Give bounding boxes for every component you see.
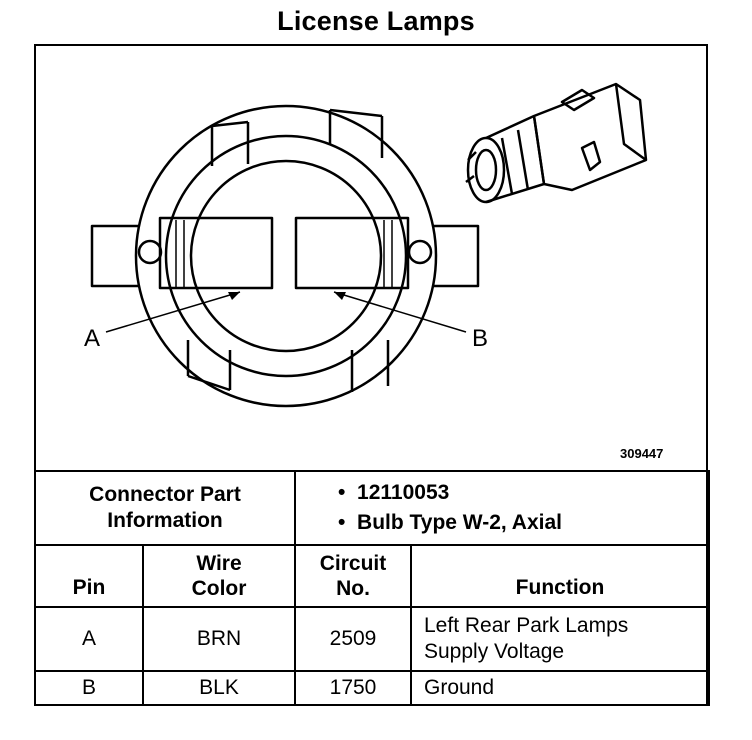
top-right-lug	[328, 108, 384, 158]
connector-illustration	[465, 82, 648, 204]
diagram-frame	[34, 44, 708, 706]
connector-part-details: • 12110053 • Bulb Type W-2, Axial	[294, 470, 710, 546]
table-header-row: Pin Wire Color Circuit No. Function	[34, 544, 710, 608]
top-left-lug	[210, 120, 250, 166]
contact-a	[158, 216, 274, 290]
function-cell: Left Rear Park Lamps Supply Voltage	[410, 606, 710, 672]
leader-line-b	[333, 291, 467, 333]
left-mounting-tab	[90, 224, 162, 288]
wire-color-cell: BLK	[142, 670, 296, 706]
right-mounting-tab	[420, 224, 480, 288]
bulb-type: • Bulb Type W-2, Axial	[338, 511, 562, 534]
connector-part-row: Connector Part Information • 12110053 • …	[34, 470, 710, 546]
table-row: B BLK 1750 Ground	[34, 670, 710, 706]
socket-inner-ring	[164, 134, 408, 378]
connector-part-label: Connector Part Information	[34, 470, 296, 546]
page-title: License Lamps	[277, 6, 475, 36]
pin-cell: A	[34, 606, 144, 672]
circuit-cell: 2509	[294, 606, 412, 672]
bottom-right-lug	[350, 340, 390, 392]
header-circuit-no: Circuit No.	[294, 544, 412, 608]
bottom-left-lug	[186, 340, 232, 392]
header-pin: Pin	[34, 544, 144, 608]
label-a: A	[84, 325, 100, 352]
leader-line-a	[105, 291, 241, 333]
header-wire-color: Wire Color	[142, 544, 296, 608]
circuit-cell: 1750	[294, 670, 412, 706]
socket-outer-ring	[134, 104, 438, 408]
wire-color-cell: BRN	[142, 606, 296, 672]
pin-cell: B	[34, 670, 144, 706]
label-b: B	[472, 325, 488, 352]
contact-b	[294, 216, 410, 290]
part-number: • 12110053	[338, 481, 450, 504]
connector-info-table: Connector Part Information • 12110053 • …	[34, 470, 710, 706]
table-row: A BRN 2509 Left Rear Park Lamps Supply V…	[34, 606, 710, 672]
figure-reference-number: 309447	[620, 446, 664, 461]
function-cell: Ground	[410, 670, 710, 706]
header-function: Function	[410, 544, 710, 608]
bulb-opening	[189, 159, 383, 353]
connector-diagram: A B	[84, 82, 648, 408]
